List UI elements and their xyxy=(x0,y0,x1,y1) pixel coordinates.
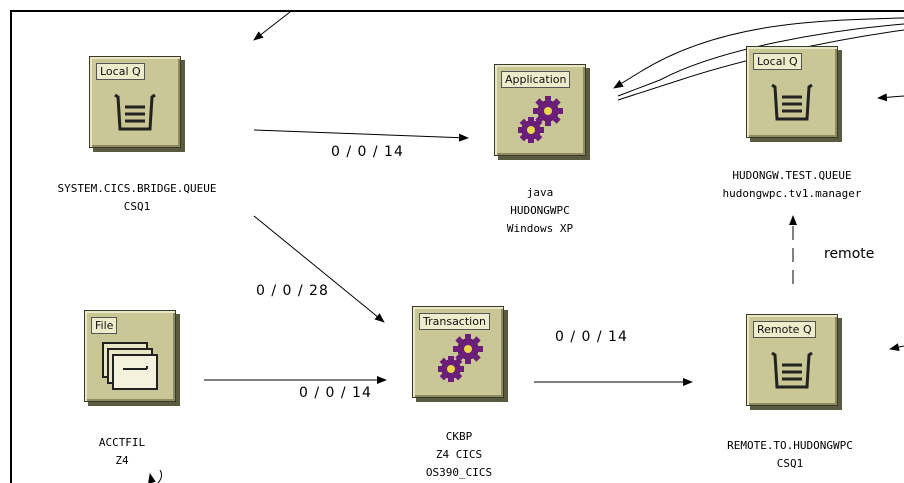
application-node[interactable]: Application xyxy=(494,64,586,156)
edge-label-localq-transaction: 0 / 0 / 28 xyxy=(256,283,329,299)
edge-offscreen-bottom-curve xyxy=(157,469,163,483)
remoteq-node[interactable]: Remote Q xyxy=(746,314,838,406)
localq-tag: Local Q xyxy=(96,63,145,80)
transaction-caption-line2: Z4 CICS xyxy=(435,448,483,461)
application-tag: Application xyxy=(501,71,571,88)
file-stack-icon xyxy=(102,342,158,390)
localq-caption-line1: SYSTEM.CICS.BRIDGE.QUEUE xyxy=(57,182,217,195)
application-caption-line1: java xyxy=(526,186,554,199)
file-tag: File xyxy=(91,317,118,334)
file-caption: ACCTFIL Z4 xyxy=(99,434,145,470)
transaction-tag: Transaction xyxy=(419,313,490,330)
localq2-caption: HUDONGW.TEST.QUEUE hudongwpc.tv1.manager xyxy=(722,167,861,203)
gears-icon xyxy=(438,334,483,382)
remoteq-caption-line2: CSQ1 xyxy=(776,457,804,470)
localq-node[interactable]: Local Q xyxy=(89,56,181,148)
edge-localq-to-application[interactable] xyxy=(253,129,469,142)
transaction-caption-line3: OS390_CICS xyxy=(425,466,493,479)
application-caption: java HUDONGWPC Windows XP xyxy=(507,184,573,238)
edge-offscreen-top[interactable] xyxy=(253,11,291,41)
application-caption-line2: HUDONGWPC xyxy=(510,204,570,217)
file-caption-line2: Z4 xyxy=(115,454,129,467)
localq-caption: SYSTEM.CICS.BRIDGE.QUEUE CSQ1 xyxy=(58,180,217,216)
transaction-node[interactable]: Transaction xyxy=(412,306,504,398)
transaction-caption-line1: CKBP xyxy=(445,430,473,443)
edge-label-localq-app: 0 / 0 / 14 xyxy=(331,144,404,160)
edge-offscreen-bottom[interactable] xyxy=(148,473,156,483)
queue-icon xyxy=(771,83,813,121)
localq2-caption-line2: hudongwpc.tv1.manager xyxy=(722,187,862,200)
remoteq-tag: Remote Q xyxy=(753,321,816,338)
localq2-tag: Local Q xyxy=(753,53,802,70)
gears-icon xyxy=(518,96,563,143)
file-node[interactable]: File xyxy=(84,310,176,402)
frame-border-top xyxy=(10,10,904,12)
remoteq-caption: REMOTE.TO.HUDONGWPC CSQ1 xyxy=(727,437,853,473)
edge-label-transaction-remote: 0 / 0 / 14 xyxy=(555,329,628,345)
edge-incoming-remoteq[interactable] xyxy=(889,343,904,352)
edge-incoming-application-1[interactable] xyxy=(613,17,904,89)
edge-label-remote: remote xyxy=(824,246,875,262)
file-caption-line1: ACCTFIL xyxy=(98,436,146,449)
remoteq-caption-line1: REMOTE.TO.HUDONGWPC xyxy=(727,439,853,452)
edge-localq-to-transaction[interactable] xyxy=(253,215,385,323)
application-caption-line3: Windows XP xyxy=(506,222,574,235)
localq2-caption-line1: HUDONGW.TEST.QUEUE xyxy=(732,169,852,182)
transaction-caption: CKBP Z4 CICS OS390_CICS xyxy=(426,428,492,482)
edge-label-file-transaction: 0 / 0 / 14 xyxy=(299,385,372,401)
queue-icon xyxy=(114,93,156,131)
edge-incoming-localq2[interactable] xyxy=(877,93,904,102)
edge-incoming-application-2[interactable] xyxy=(617,23,904,97)
localq2-node[interactable]: Local Q xyxy=(746,46,838,138)
queue-icon xyxy=(771,351,813,389)
frame-border-left xyxy=(10,10,12,483)
localq-caption-line2: CSQ1 xyxy=(123,200,151,213)
